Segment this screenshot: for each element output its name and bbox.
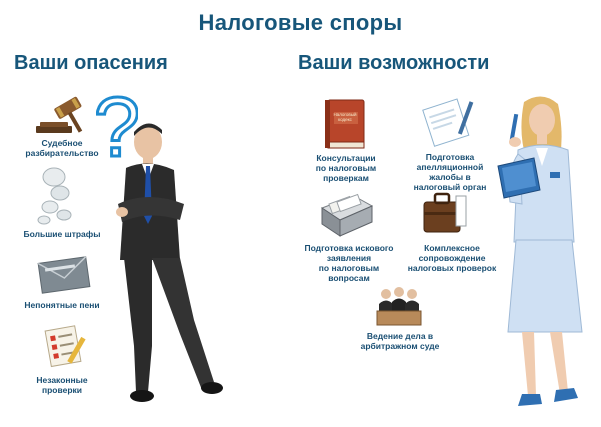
gavel-icon (36, 96, 83, 133)
checklist-icon (44, 325, 86, 368)
document-pen-icon (422, 98, 474, 147)
card-file-icon (320, 193, 374, 237)
question-mark-icon: ? (96, 90, 138, 164)
mail-icon (37, 256, 91, 294)
opportunity-label-support: Комплексное сопровождение налоговых пров… (407, 243, 497, 273)
fear-label-lawsuit: Судебное разбирательство (25, 138, 99, 158)
fear-label-inspections: Незаконные проверки (36, 375, 88, 395)
briefcase-icon (423, 192, 467, 233)
fears-heading: Ваши опасения (14, 52, 168, 74)
fear-label-penalties: Непонятные пени (24, 300, 100, 310)
page-title: Налоговые споры (198, 10, 403, 35)
fear-label-fines: Большие штрафы (23, 229, 101, 239)
businesswoman-figure (497, 96, 583, 406)
coins-icon (37, 167, 72, 225)
businessman-figure (116, 123, 223, 402)
opportunity-label-claim: Подготовка искового заявления по налогов… (304, 243, 394, 283)
opportunities-heading: Ваши возможности (298, 52, 490, 74)
tax-code-book-title: Налоговый кодекс (333, 112, 357, 122)
opportunity-label-appeal: Подготовка апелляционной жалобы в налого… (413, 152, 487, 192)
tax-code-book-icon (325, 99, 365, 149)
opportunity-label-arbitration: Ведение дела в арбитражном суде (360, 331, 440, 351)
opportunity-label-consultations: Консультации по налоговым проверкам (315, 153, 377, 183)
svg-text:?: ? (96, 90, 138, 164)
court-judges-icon (376, 287, 422, 326)
